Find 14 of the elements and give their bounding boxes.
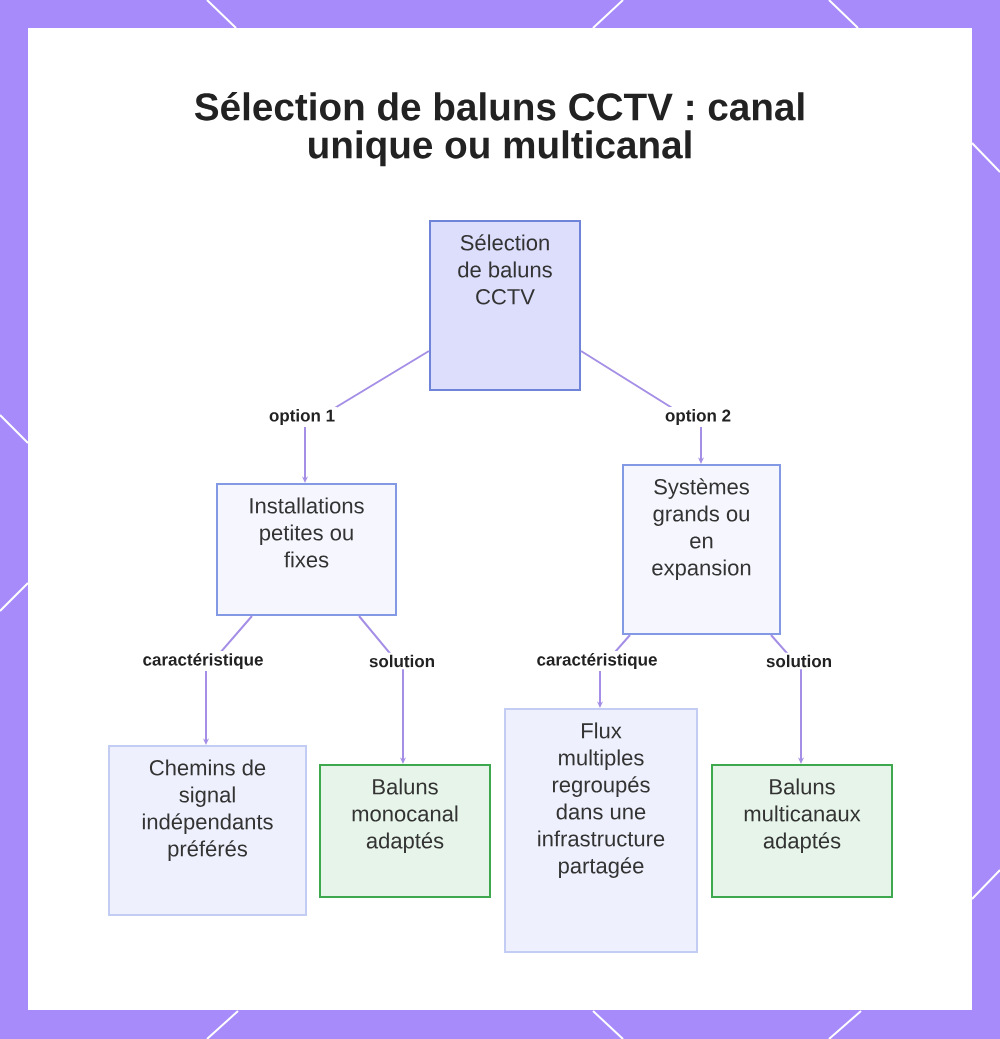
solution-box: Baluns multicanaux adaptés [711, 764, 893, 898]
title: Sélection de baluns CCTV : canal unique ou multicanal [194, 91, 804, 167]
characteristic-box: Flux multiples regroupés dans une infrastructure partagée [504, 708, 698, 953]
solution-box: Baluns monocanal adaptés [319, 764, 491, 898]
root-box: Sélection de baluns CCTV [429, 220, 581, 391]
edge-label: option 1 [266, 407, 338, 427]
edge-label: option 2 [662, 407, 734, 427]
edge-label: caractéristique [140, 651, 266, 671]
edge-label: caractéristique [534, 651, 660, 671]
option-box: Installations petites ou fixes [216, 483, 397, 616]
connector-arrow [770, 634, 805, 764]
characteristic-box: Chemins de signal indépendants préférés [108, 745, 307, 916]
connector-arrow [358, 615, 407, 764]
option-box: Systèmes grands ou en expansion [622, 464, 781, 635]
